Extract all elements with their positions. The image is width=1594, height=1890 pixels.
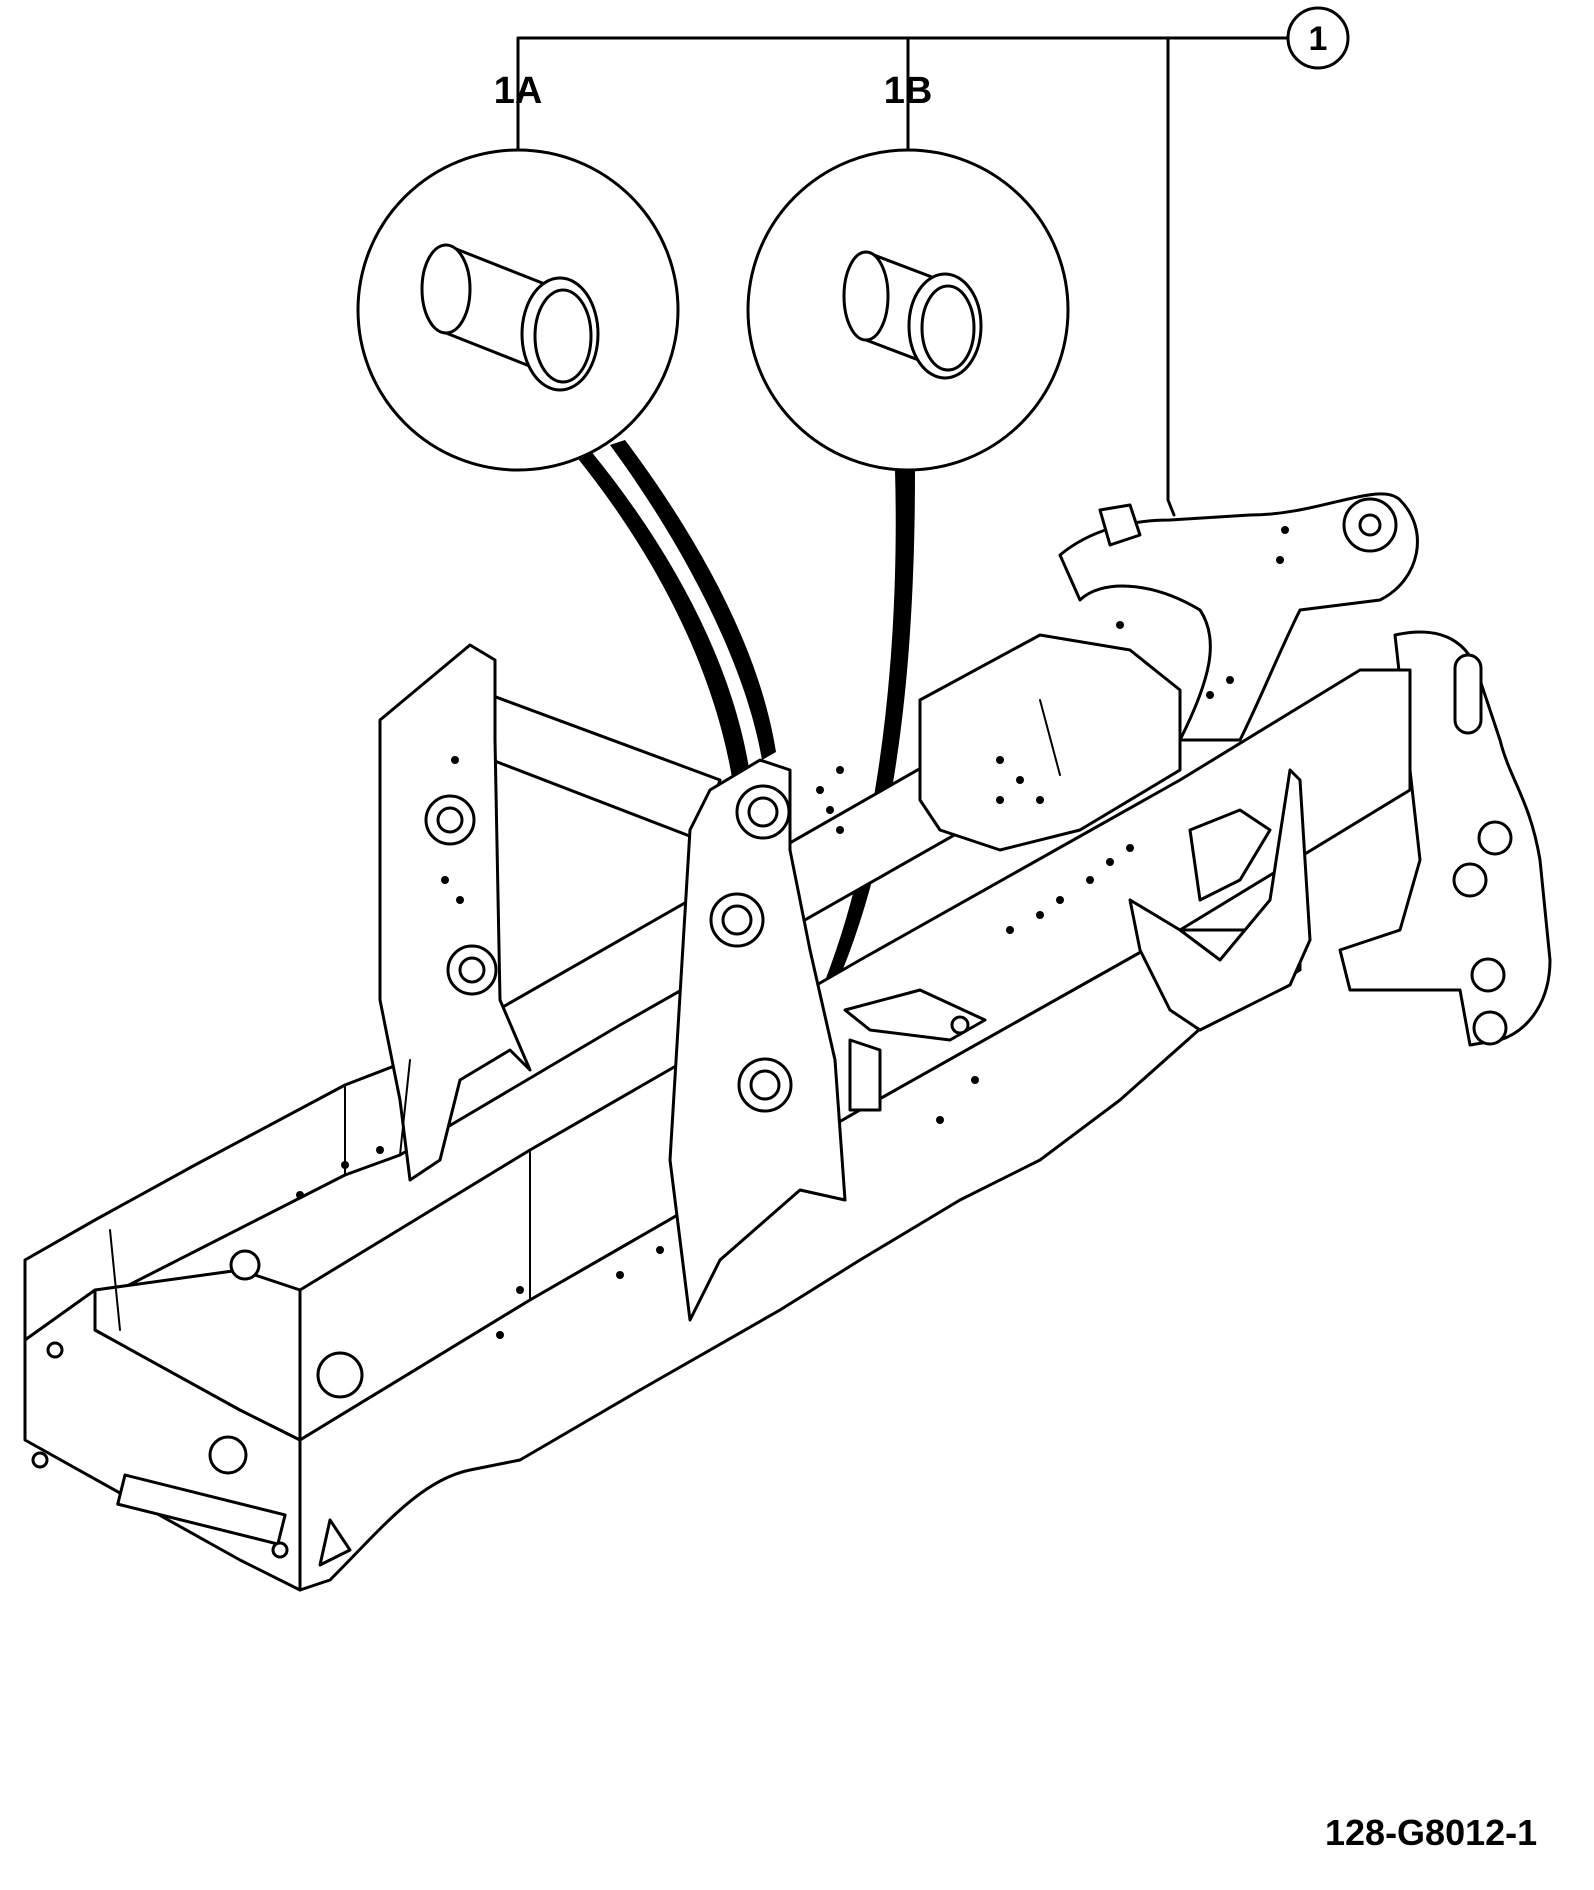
bushing-1b-icon (842, 250, 983, 380)
chassis-frame (23, 492, 1552, 1592)
callout-1b-label: 1B (884, 70, 933, 112)
bushing-1a-icon (420, 243, 600, 392)
rear-yoke (1058, 492, 1419, 742)
callout-1-label: 1 (1309, 20, 1328, 58)
left-boom-tower (378, 643, 532, 1182)
bushing-1b-magnifier (746, 148, 1070, 472)
callout-1a-label: 1A (494, 70, 543, 112)
bushing-1a-magnifier (356, 148, 680, 472)
figure-id: 128-G8012-1 (1325, 1812, 1537, 1853)
bolt-holes (296, 526, 1289, 1339)
front-pivot (208, 1435, 248, 1475)
callout-1-badge: 1 (1286, 6, 1350, 70)
central-boom-tower (668, 758, 847, 1322)
right-gusset (1128, 768, 1312, 1032)
magnifier-pointers (575, 440, 915, 1016)
center-casting (918, 633, 1182, 852)
